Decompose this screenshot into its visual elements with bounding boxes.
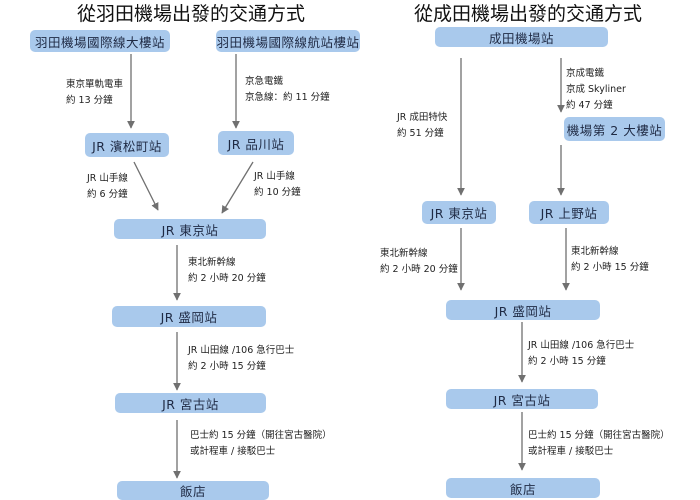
narita-title: 從成田機場出發的交通方式 xyxy=(414,3,643,25)
station-ueno: JR 上野站 xyxy=(529,201,609,224)
narita-express-info: JR 成田特快 約 51 分鐘 xyxy=(397,112,448,139)
station-morioka-n: JR 盛岡站 xyxy=(446,300,600,320)
yamanote-info-a: JR 山手線 約 6 分鐘 xyxy=(87,173,128,200)
station-miyako-n: JR 宮古站 xyxy=(446,389,598,409)
arrow-hamamatsucho-tokyo xyxy=(133,161,159,211)
keisei-info: 京成電鐵 京成 Skyliner 約 47 分鐘 xyxy=(566,68,626,111)
bus-info-n: 巴士約 15 分鐘（開往宮古醫院） 或計程車 / 接駁巴士 xyxy=(528,430,670,457)
station-shinagawa: JR 品川站 xyxy=(218,131,294,155)
shinkansen-info-a: 東北新幹線 約 2 小時 20 分鐘 xyxy=(380,248,458,275)
keikyu-info: 京急電鐵 京急線：約 11 分鐘 xyxy=(245,76,330,103)
arrow-shinagawa-tokyo xyxy=(221,161,254,214)
hotel-h: 飯店 xyxy=(117,481,269,500)
station-haneda-keikyu: 羽田機場國際線航站樓站 xyxy=(216,30,360,52)
station-narita: 成田機場站 xyxy=(435,27,608,47)
yamada-info-h: JR 山田線 /106 急行巴士 約 2 小時 15 分鐘 xyxy=(188,345,295,372)
yamanote-info-b: JR 山手線 約 10 分鐘 xyxy=(254,171,301,198)
station-terminal-2: 機場第 2 大樓站 xyxy=(564,117,665,141)
haneda-title: 從羽田機場出發的交通方式 xyxy=(77,3,306,25)
station-tokyo-h: JR 東京站 xyxy=(114,219,266,239)
monorail-info: 東京單軌電車 約 13 分鐘 xyxy=(66,79,124,106)
yamada-info-n: JR 山田線 /106 急行巴士 約 2 小時 15 分鐘 xyxy=(528,340,635,367)
station-miyako-h: JR 宮古站 xyxy=(115,393,266,413)
shinkansen-info-b: 東北新幹線 約 2 小時 15 分鐘 xyxy=(571,246,649,273)
station-morioka-h: JR 盛岡站 xyxy=(112,306,266,327)
bus-info-h: 巴士約 15 分鐘（開往宮古醫院） 或計程車 / 接駁巴士 xyxy=(190,430,332,457)
station-haneda-monorail: 羽田機場國際線大樓站 xyxy=(30,30,170,52)
station-hamamatsucho: JR 濱松町站 xyxy=(85,133,169,157)
shinkansen-info-h: 東北新幹線 約 2 小時 20 分鐘 xyxy=(188,257,266,284)
station-tokyo-n: JR 東京站 xyxy=(422,201,496,224)
hotel-n: 飯店 xyxy=(446,478,600,498)
